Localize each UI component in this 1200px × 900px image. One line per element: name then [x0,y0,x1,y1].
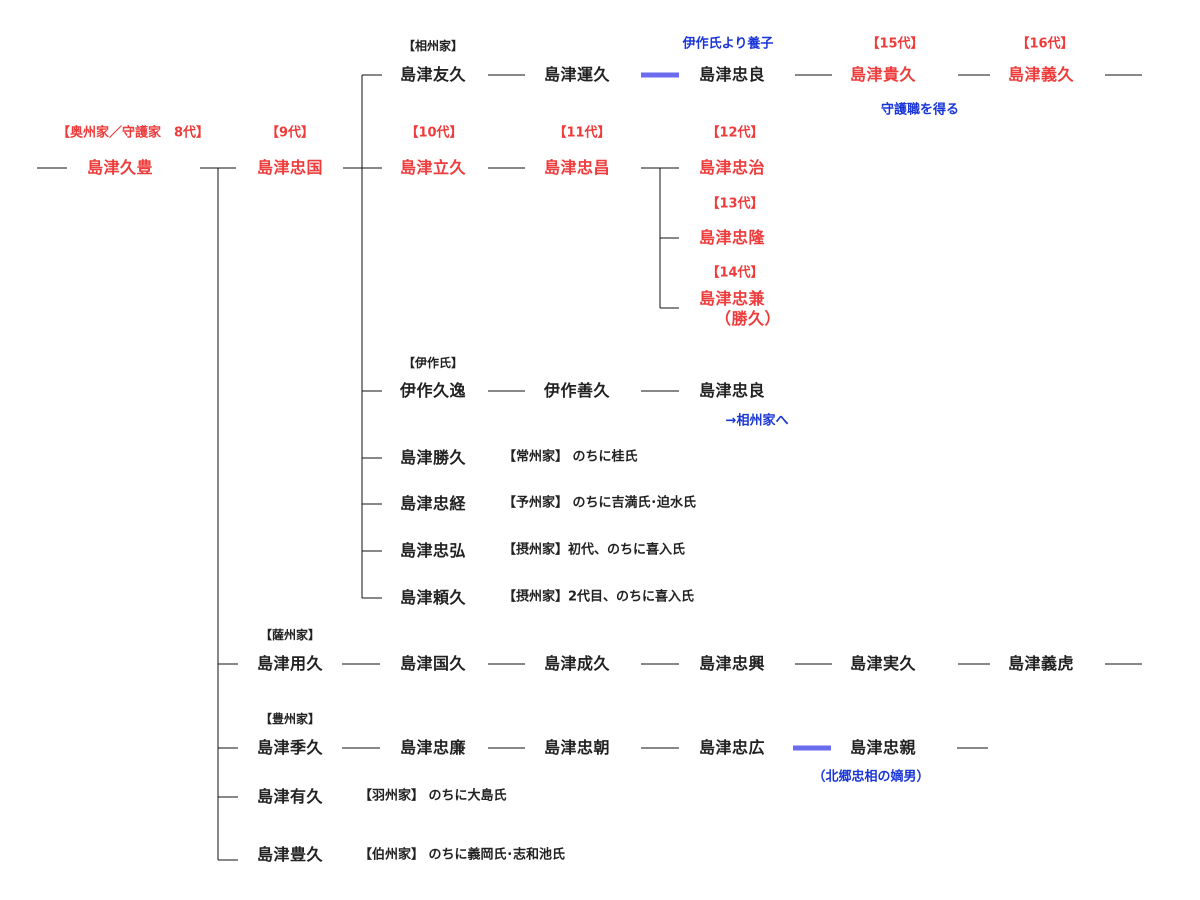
note-katsuhisa: 【常州家】 のちに桂氏 [503,449,638,465]
family-label-sasshu: 【薩州家】 [259,628,321,643]
person-suehisa: 島津季久 [256,737,324,757]
person-hisatoyo: 島津久豊 [86,157,154,177]
generation-16-label: 【16代】 [1016,36,1074,52]
note-arihisa: 【羽州家】 のちに大島氏 [359,788,507,804]
person-yoshihisa: 島津義久 [1007,64,1075,84]
person-tadaoki: 島津忠興 [698,653,766,673]
person-sanehisa: 島津実久 [849,653,917,673]
person-tadamasa: 島津忠昌 [543,157,611,177]
person-katsuhisa: 島津勝久 [399,447,467,467]
note-tadahiro: 【摂州家】初代、のちに喜入氏 [503,542,686,558]
generation-12-label: 【12代】 [706,125,764,141]
person-tadakado: 島津忠廉 [399,737,467,757]
person-arihisa: 島津有久 [256,786,324,806]
generation-15-label: 【15代】 [866,36,924,52]
note-adopted-from-isaku: 伊作氏より養子 [682,36,774,52]
note-yorihisa: 【摂州家】2代目、のちに喜入氏 [503,589,695,605]
family-label-isaku: 【伊作氏】 [402,356,464,371]
generation-11-label: 【11代】 [553,125,611,141]
person-unkyu: 島津運久 [543,64,611,84]
person-hisatoshi: 伊作久逸 [399,380,467,400]
person-mochihisa: 島津用久 [256,653,324,673]
generation-10-label: 【10代】 [405,125,463,141]
person-tadataka: 島津忠隆 [698,227,766,247]
generation-9-label: 【9代】 [265,125,315,141]
note-to-soshu: →相州家へ [725,413,789,429]
person-tadayoshi-soshu: 島津忠良 [698,64,766,84]
generation-13-label: 【13代】 [706,196,764,212]
person-kunihisa: 島津国久 [399,653,467,673]
generation-14-label: 【14代】 [706,265,764,281]
person-yoshitora: 島津義虎 [1007,653,1075,673]
person-tadachika: 島津忠親 [849,737,917,757]
family-label-soshu: 【相州家】 [402,39,464,54]
person-tadahiro-bushu: 島津忠広 [698,737,766,757]
person-tadakuni: 島津忠国 [256,157,324,177]
person-tomohisa: 島津友久 [399,64,467,84]
person-tadatsune: 島津忠経 [399,493,467,513]
note-hokugo-son: （北郷忠相の嫡男） [812,769,930,785]
person-shigehisa: 島津成久 [543,653,611,673]
root-generation-label: 【奥州家／守護家 8代】 [56,125,210,141]
person-tadakane: 島津忠兼 [698,288,766,308]
person-toyohisa: 島津豊久 [256,844,324,864]
note-toyohisa: 【伯州家】 のちに義岡氏･志和池氏 [359,847,566,863]
person-yorihisa: 島津頼久 [399,587,467,607]
person-katsuhisa-alias: （勝久） [714,308,782,328]
person-tadayoshi-isaku: 島津忠良 [698,380,766,400]
note-shugo-title: 守護職を得る [880,102,960,118]
person-tadatomo: 島津忠朝 [543,737,611,757]
person-tatsuhisa: 島津立久 [399,157,467,177]
person-tadahiro: 島津忠弘 [399,540,467,560]
family-label-bushu: 【豊州家】 [259,712,321,727]
person-yoshihisa-isaku: 伊作善久 [543,380,611,400]
person-tadaharu: 島津忠治 [698,157,766,177]
person-takahisa: 島津貴久 [849,64,917,84]
note-tadatsune: 【予州家】 のちに吉満氏･迫水氏 [503,495,697,511]
